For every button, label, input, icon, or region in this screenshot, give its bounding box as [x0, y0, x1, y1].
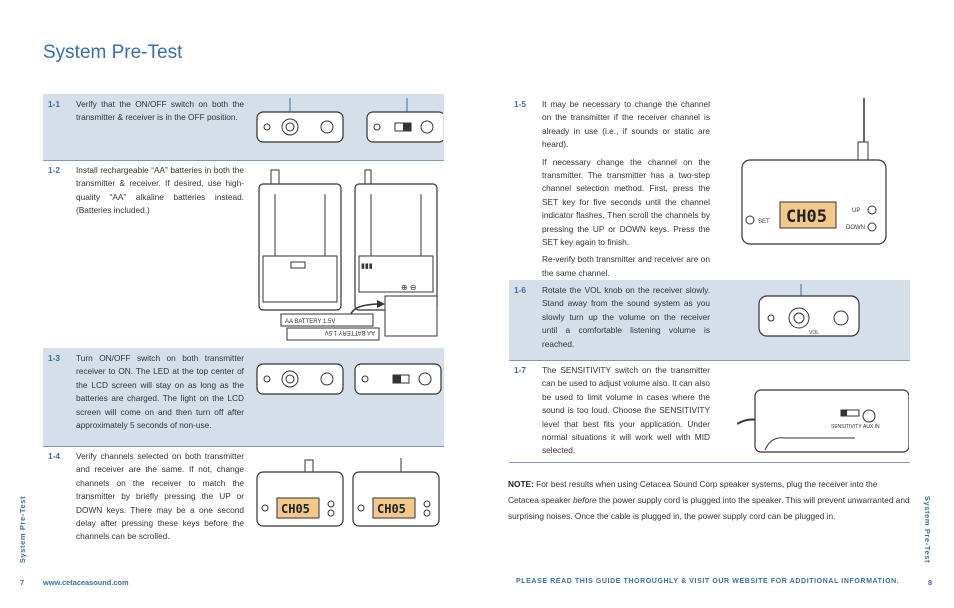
footer-page-number-right: 8: [928, 578, 933, 587]
step-text-p2: If necessary change the channel on the t…: [542, 156, 710, 248]
step-text: Rotate the VOL knob on the receiver slow…: [542, 285, 710, 349]
step-text: Turn ON/OFF switch on both transmitter r…: [76, 353, 244, 431]
transmitter-lcd-illustration: CH05 SET UP DOWN: [741, 98, 887, 245]
lcd-channel: CH05: [281, 502, 310, 516]
up-label: UP: [852, 208, 860, 214]
step-number: 1-2: [48, 165, 60, 175]
transmitter-receiver-on-illustration: [256, 363, 442, 395]
battery-label: AA BATTERY 1.5V: [285, 319, 335, 325]
step-1-7: 1-7 The SENSITIVITY switch on the transm…: [509, 360, 910, 462]
step-number: 1-6: [514, 285, 526, 295]
step-1-3: 1-3 Turn ON/OFF switch on both transmitt…: [43, 348, 444, 446]
svg-text:⊕ ⊖: ⊕ ⊖: [401, 283, 417, 292]
set-label: SET: [758, 219, 770, 225]
lcd-channel: CH05: [377, 502, 406, 516]
side-label-left: System Pre-Test: [18, 495, 28, 564]
step-1-2: 1-2 Install rechargeable “AA” batteries …: [43, 160, 444, 348]
page-title: System Pre-Test: [43, 42, 183, 63]
step-number: 1-3: [48, 353, 60, 363]
channel-match-illustration: CH05 CH05: [256, 458, 440, 527]
side-label-right: System Pre-Test: [923, 495, 933, 564]
step-1-5: 1-5 It may be necessary to change the ch…: [509, 94, 910, 280]
step-number: 1-1: [48, 99, 60, 109]
footer-website-link[interactable]: www.cetaceasound.com: [43, 578, 129, 587]
footer-page-number-left: 7: [20, 578, 25, 587]
step-text: Install rechargeable “AA” batteries in b…: [76, 165, 244, 216]
step-text: Verify that the ON/OFF switch on both th…: [76, 99, 244, 123]
sensitivity-switch-illustration: SENSITIVITY AUX IN: [737, 389, 909, 453]
svg-text:▮▮▮: ▮▮▮: [361, 263, 373, 270]
step-text: Verify channels selected on both transmi…: [76, 451, 244, 542]
battery-label: AA BATTERY 1.5V: [325, 329, 375, 335]
step-number: 1-7: [514, 365, 526, 375]
footer-guide-notice: PLEASE READ THIS GUIDE THOROUGHLY & VISI…: [516, 578, 900, 585]
step-1-1: 1-1 Verify that the ON/OFF switch on bot…: [43, 94, 444, 160]
lcd-channel: CH05: [786, 207, 827, 227]
step-1-4: 1-4 Verify channels selected on both tra…: [43, 446, 444, 546]
note-label: NOTE:: [508, 479, 534, 489]
aux-label: AUX IN: [863, 424, 880, 430]
step-1-6: 1-6 Rotate the VOL knob on the receiver …: [509, 280, 910, 360]
note-paragraph: NOTE: For best results when using Cetace…: [508, 479, 910, 521]
step-text: The SENSITIVITY switch on the transmitte…: [542, 365, 710, 456]
battery-install-illustration: ▮▮▮ ⊕ ⊖ AA BATTERY 1.5V AA BATTERY 1.5V: [258, 169, 438, 341]
transmitter-receiver-off-illustration: [256, 98, 443, 143]
step-text-p1: It may be necessary to change the channe…: [542, 99, 710, 150]
down-label: DOWN: [846, 225, 865, 231]
vol-label: VOL: [809, 330, 819, 336]
step-number: 1-5: [514, 99, 526, 109]
step-number: 1-4: [48, 451, 60, 461]
sensitivity-label: SENSITIVITY: [831, 424, 862, 430]
step-text-p3: Re-verify both transmitter and receiver …: [542, 254, 710, 278]
receiver-volume-illustration: VOL: [758, 284, 860, 337]
